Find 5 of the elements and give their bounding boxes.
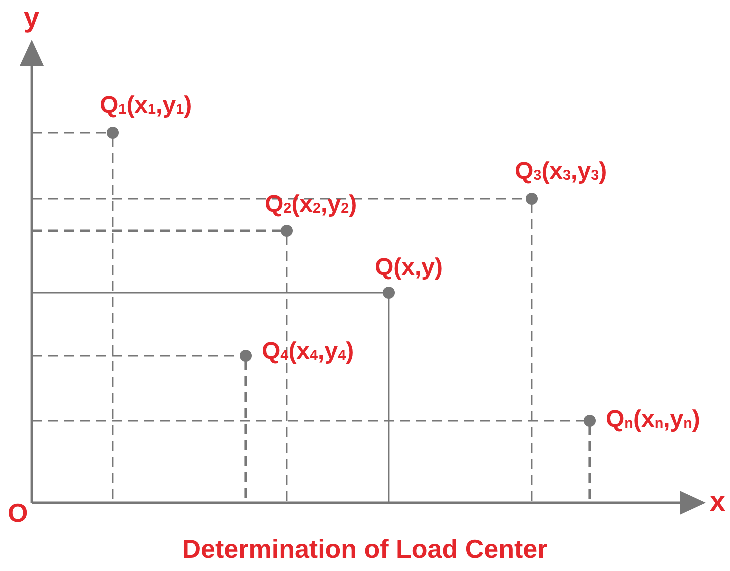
caption: Determination of Load Center: [181, 536, 549, 562]
axis-label: x: [710, 488, 726, 516]
point-label: Q(x,y): [375, 256, 444, 280]
axis-label: y: [24, 4, 40, 32]
origin-label: O: [8, 500, 28, 526]
